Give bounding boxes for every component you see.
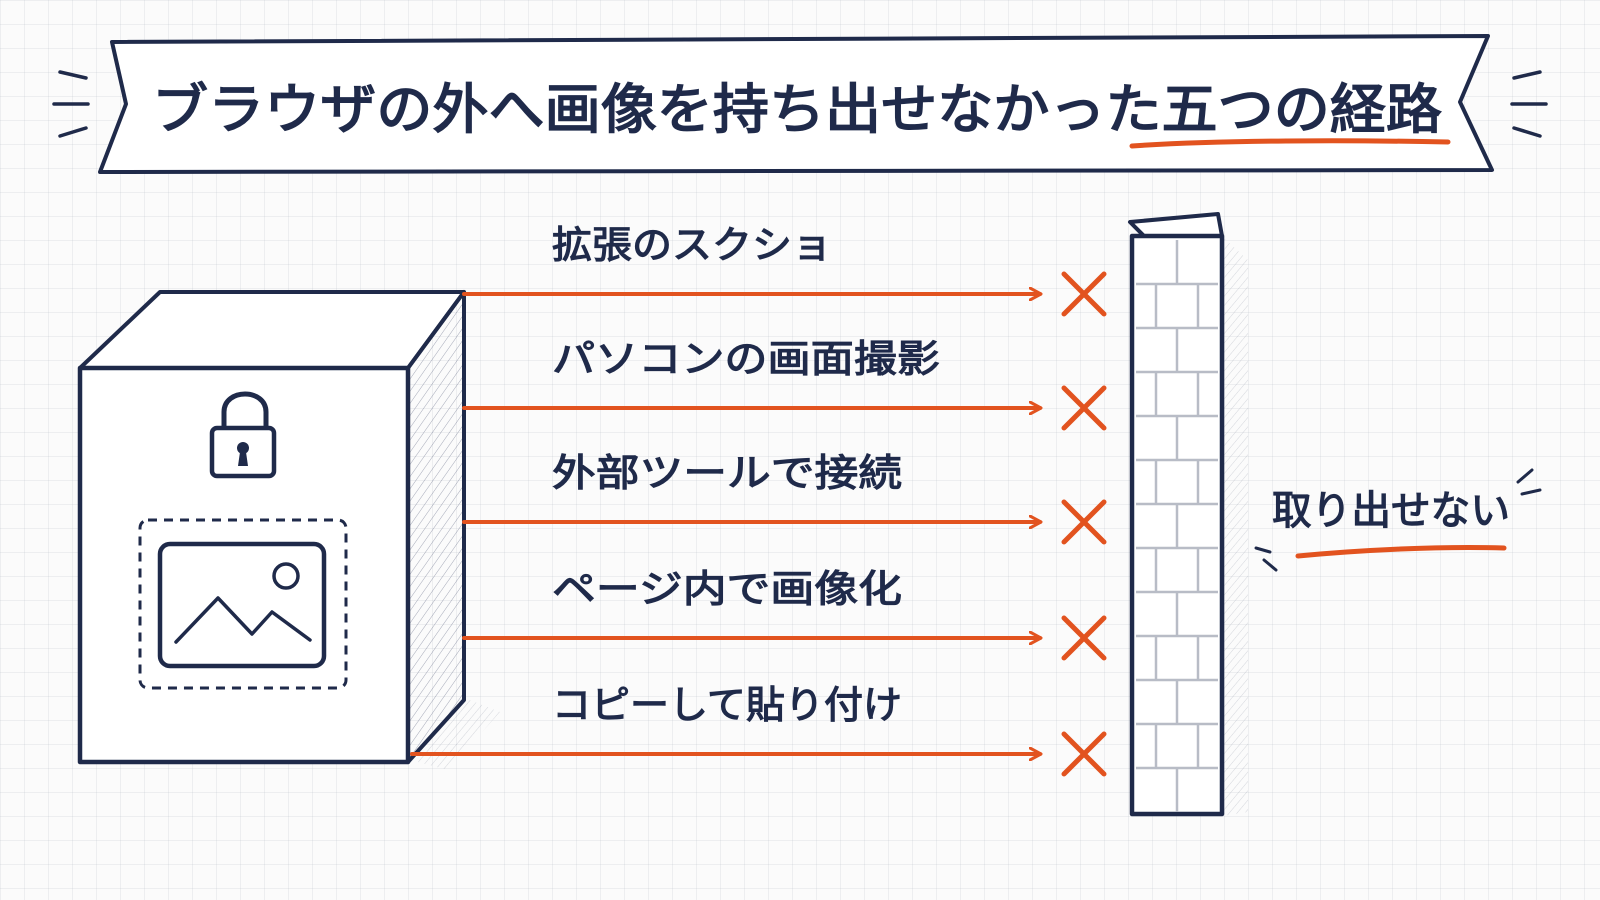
blocked-x-mark (1061, 731, 1107, 777)
result-group: 取り出せない (1254, 468, 1542, 572)
title-banner: ブラウザの外へ画像を持ち出せなかった五つの経路 (52, 34, 1548, 174)
route-label: コピーして貼り付け (552, 683, 902, 727)
title-emphasis: 五つの経路 (1162, 78, 1443, 141)
padlock-icon (209, 391, 277, 479)
locked-box-icon (77, 290, 500, 770)
route-item: 外部ツールで接続 (462, 451, 1107, 545)
route-item: コピーして貼り付け (410, 683, 1107, 777)
blocked-x-mark (1061, 499, 1107, 545)
route-item: 拡張のスクショ (462, 223, 1107, 317)
box-side-face (406, 290, 466, 764)
wall-shadow (1222, 236, 1248, 816)
page-title: ブラウザの外へ画像を持ち出せなかった五つの経路 (152, 78, 1443, 141)
result-underline (1295, 544, 1507, 559)
route-label: 外部ツールで接続 (552, 451, 902, 495)
result-accent-strokes (1254, 468, 1542, 572)
image-dashed-frame (138, 518, 348, 690)
box-top-face (78, 290, 466, 370)
routes-layer: 拡張のスクショパソコンの画面撮影外部ツールで接続ページ内で画像化コピーして貼り付… (410, 223, 1107, 777)
title-main: ブラウザの外へ画像を持ち出せなかった (152, 78, 1162, 141)
banner-accent-left (52, 70, 90, 138)
result-label: 取り出せない (1272, 488, 1510, 534)
route-label: ページ内で画像化 (552, 567, 902, 611)
blocked-x-mark (1061, 271, 1107, 317)
route-item: パソコンの画面撮影 (462, 337, 1107, 431)
picture-icon (157, 541, 327, 669)
title-emphasis-underline (1129, 138, 1451, 149)
route-label: パソコンの画面撮影 (552, 337, 940, 381)
banner-accent-right (1510, 70, 1548, 138)
wall-brick-lines (1136, 240, 1218, 812)
blocked-x-mark (1061, 385, 1107, 431)
route-label: 拡張のスクショ (552, 223, 832, 267)
brick-wall-icon (1128, 212, 1248, 817)
blocked-x-mark (1061, 615, 1107, 661)
route-item: ページ内で画像化 (462, 567, 1107, 661)
